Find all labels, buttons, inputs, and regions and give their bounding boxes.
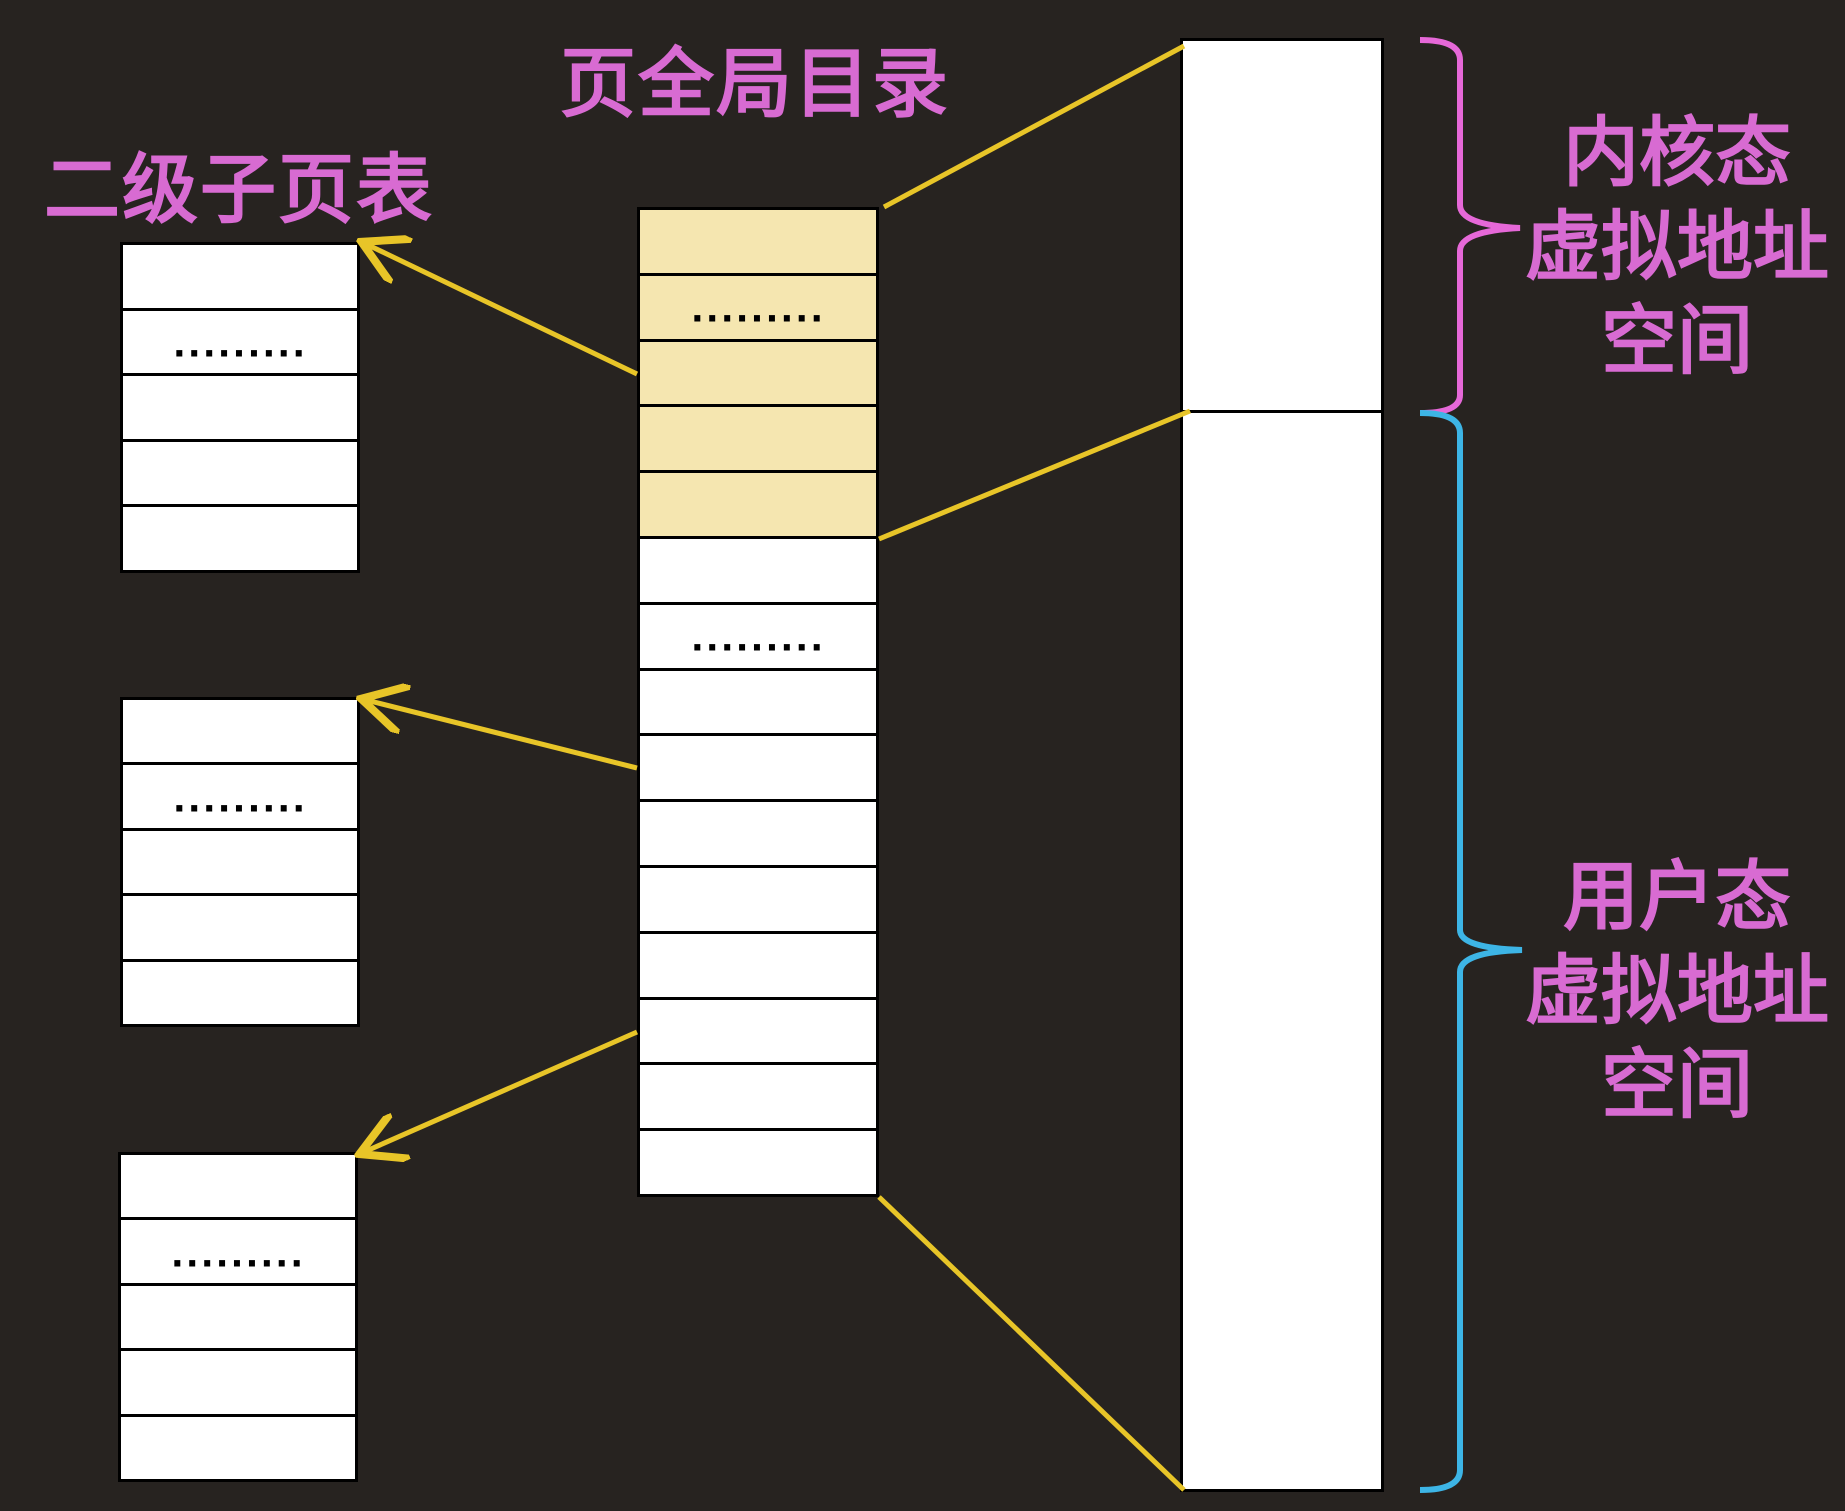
user-space-label: 用户态 虚拟地址 空间 (1512, 850, 1842, 1132)
pgd-user-entry (640, 867, 876, 934)
pte-entry (121, 1416, 355, 1480)
pte-entry: ......... (123, 765, 357, 831)
ellipsis: ......... (170, 1235, 306, 1276)
pte-entry (121, 1351, 355, 1417)
page-global-directory-table: ......... ......... (637, 207, 879, 1197)
pte-entry (123, 896, 357, 962)
pte-entry: ......... (123, 310, 357, 377)
pte-entry (123, 700, 357, 766)
pte-entry (123, 830, 357, 897)
pgd-user-entry (640, 736, 876, 803)
user-label-line-2: 虚拟地址 (1525, 946, 1829, 1035)
ellipsis: ......... (172, 780, 308, 821)
second-level-page-table-1: ......... (120, 242, 360, 573)
second-level-page-table-3: ......... (118, 1152, 358, 1482)
kernel-label-line-2: 虚拟地址 (1525, 202, 1829, 291)
pte-entry: ......... (121, 1220, 355, 1286)
kernel-space-label: 内核态 虚拟地址 空间 (1512, 106, 1842, 388)
pte-entry (123, 507, 357, 570)
pgd-user-entry (640, 999, 876, 1066)
pte-entry (123, 961, 357, 1025)
arrow-to-sub-table-3 (364, 1029, 639, 1152)
user-label-line-3: 空间 (1601, 1040, 1753, 1129)
pgd-user-entry (640, 802, 876, 868)
user-space-brace (1419, 410, 1523, 1493)
pte-entry (123, 376, 357, 442)
ellipsis: ......... (172, 325, 308, 366)
kernel-space-brace (1419, 37, 1521, 416)
pte-entry (123, 245, 357, 311)
pgd-user-entry (640, 670, 876, 737)
arrow-to-sub-table-1 (366, 244, 639, 377)
kernel-bottom-mapping-line (878, 408, 1191, 542)
user-label-line-1: 用户态 (1563, 852, 1791, 941)
kernel-label-line-3: 空间 (1601, 296, 1753, 385)
pgd-user-entry (640, 538, 876, 605)
pgd-kernel-entry (640, 341, 876, 408)
ellipsis: ......... (690, 290, 826, 331)
pgd-user-entry (640, 1131, 876, 1194)
pgd-user-entry (640, 933, 876, 1000)
kernel-virtual-address-space (1180, 38, 1384, 413)
page-global-directory-title: 页全局目录 (560, 39, 950, 128)
pgd-kernel-entry (640, 210, 876, 276)
user-bottom-mapping-line (877, 1195, 1186, 1492)
second-level-page-table-title: 二级子页表 (44, 145, 434, 234)
pgd-kernel-entry (640, 473, 876, 539)
pte-entry (123, 441, 357, 508)
pgd-user-entry: ......... (640, 604, 876, 671)
user-virtual-address-space (1180, 410, 1384, 1492)
kernel-label-line-1: 内核态 (1563, 108, 1791, 197)
pgd-kernel-entry: ......... (640, 275, 876, 342)
arrow-to-sub-table-2 (366, 700, 638, 771)
kernel-top-mapping-line (882, 43, 1186, 210)
pte-entry (121, 1285, 355, 1352)
second-level-page-table-2: ......... (120, 697, 360, 1027)
ellipsis: ......... (690, 619, 826, 660)
pgd-kernel-entry (640, 407, 876, 474)
pte-entry (121, 1155, 355, 1221)
pgd-user-entry (640, 1065, 876, 1132)
